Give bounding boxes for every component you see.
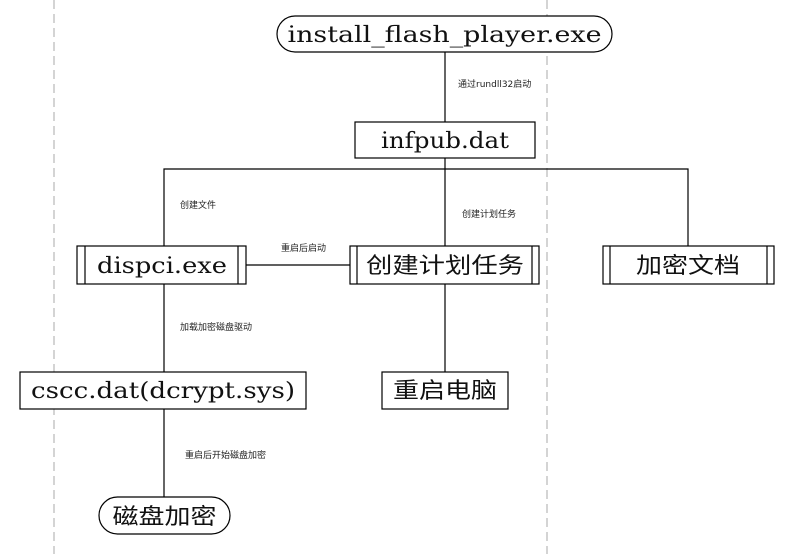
node-encrypt-docs-label: 加密文档: [636, 254, 740, 279]
node-infpub[interactable]: infpub.dat: [354, 121, 536, 159]
node-infpub-label: infpub.dat: [381, 129, 509, 154]
edge-label-start-to-infpub: 通过rundll32启动: [458, 78, 531, 90]
process-shape: [19, 371, 307, 410]
node-cscc-label: cscc.dat(dcrypt.sys): [31, 379, 295, 404]
edge-label-cscc-to-disk: 重启后开始磁盘加密: [185, 449, 266, 461]
node-schedule-task-label: 创建计划任务: [366, 254, 524, 279]
node-start-label: install_flash_player.exe: [288, 23, 602, 48]
node-dispci-label: dispci.exe: [97, 254, 227, 279]
connectors: [163, 52, 689, 497]
node-disk-encrypt[interactable]: 磁盘加密: [98, 496, 231, 535]
edge-label-task-to-dispci: 重启后启动: [281, 242, 326, 254]
node-schedule-task[interactable]: 创建计划任务: [349, 245, 540, 285]
node-encrypt-docs[interactable]: 加密文档: [602, 245, 775, 285]
predefined-process-shape: [349, 245, 540, 285]
predefined-process-shape: [76, 245, 247, 285]
edge-label-infpub-to-dispci: 创建文件: [180, 199, 216, 211]
edge-label-infpub-to-task: 创建计划任务: [462, 208, 516, 220]
node-disk-encrypt-label: 磁盘加密: [113, 505, 217, 530]
terminator-shape: [98, 496, 231, 535]
node-cscc[interactable]: cscc.dat(dcrypt.sys): [19, 371, 307, 410]
terminator-shape: [276, 15, 613, 53]
node-reboot-label: 重启电脑: [393, 379, 497, 404]
process-shape: [381, 371, 509, 410]
predefined-process-shape: [602, 245, 775, 285]
node-dispci[interactable]: dispci.exe: [76, 245, 247, 285]
node-start[interactable]: install_flash_player.exe: [276, 15, 613, 53]
node-reboot[interactable]: 重启电脑: [381, 371, 509, 410]
process-shape: [354, 121, 536, 159]
edge-infpub-branches: [163, 168, 689, 246]
edge-label-dispci-to-cscc: 加载加密磁盘驱动: [180, 321, 252, 333]
